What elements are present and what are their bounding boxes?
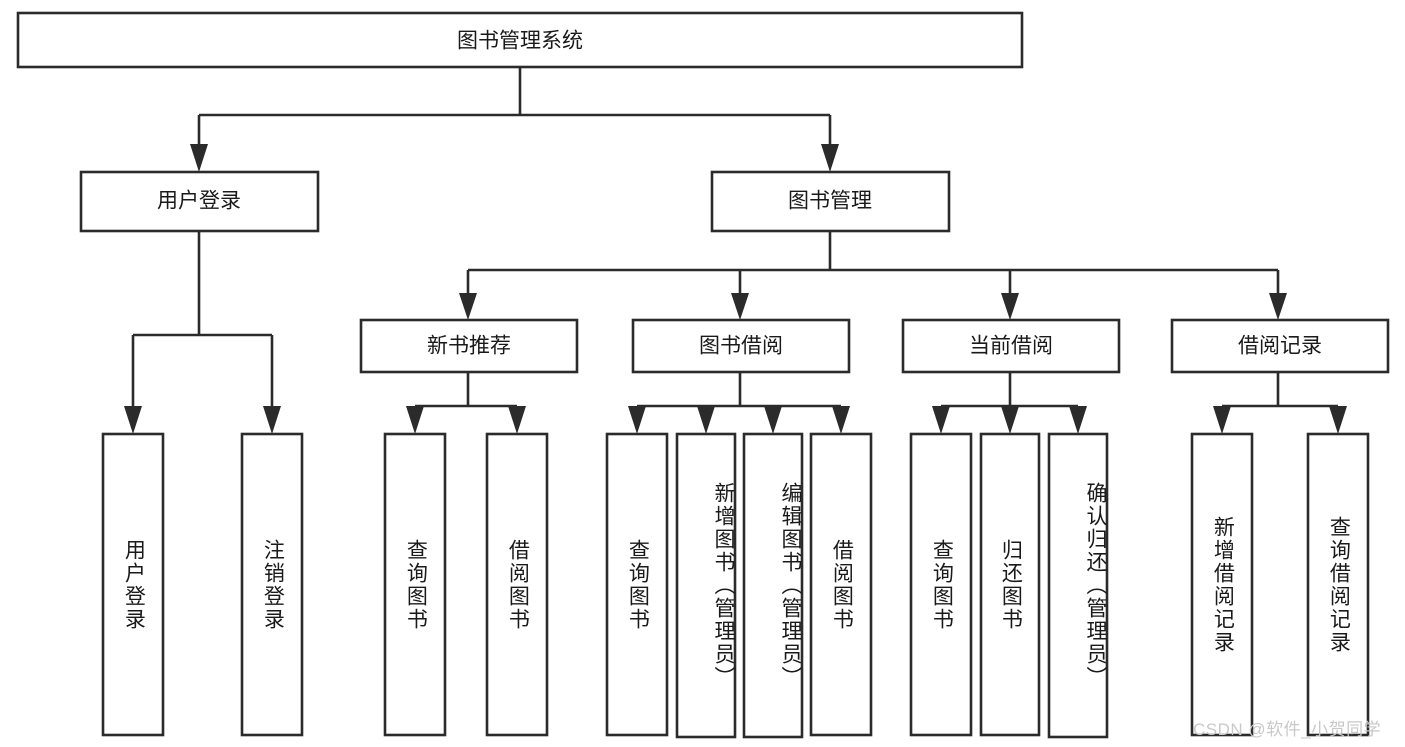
arrow-head-leaf-logout (263, 406, 281, 434)
node-root[interactable] (16, 11, 1024, 69)
arrow-head-user-login (190, 144, 208, 172)
arrow-head-leaf-query-book-1 (406, 406, 424, 434)
node-leaf-query-record[interactable] (1306, 432, 1370, 737)
node-root-label: 图书管理系统 (457, 30, 583, 53)
arrow-head-leaf-query-book-3 (932, 406, 950, 434)
node-leaf-logout[interactable] (240, 432, 304, 737)
node-leaf-query-book-1[interactable] (383, 432, 447, 737)
connector-layer (124, 67, 1347, 434)
node-book-borrow[interactable] (631, 318, 851, 374)
node-layer: 图书管理系统 用户登录 图书管理 新书推荐 图书借阅 当前借阅 借阅记录 (16, 11, 1390, 739)
node-book-management-label: 图书管理 (788, 190, 872, 213)
arrow-head-leaf-query-record (1329, 406, 1347, 434)
node-leaf-add-book[interactable] (675, 432, 737, 739)
node-leaf-borrow-book-1[interactable] (485, 432, 549, 737)
node-leaf-query-book-2[interactable] (605, 432, 669, 737)
arrow-head-borrow-record (1269, 293, 1287, 320)
node-borrow-record[interactable] (1170, 318, 1390, 374)
arrow-head-leaf-user-login (124, 406, 142, 434)
node-user-login[interactable] (79, 170, 320, 233)
node-borrow-record-label: 借阅记录 (1238, 335, 1322, 358)
node-current-borrow[interactable] (901, 318, 1121, 374)
arrow-head-book-borrow (731, 293, 749, 320)
node-new-book-recommend[interactable] (359, 318, 579, 374)
arrow-head-new-book-recommend (459, 293, 477, 320)
node-leaf-query-book-3[interactable] (909, 432, 973, 737)
node-leaf-borrow-book-2[interactable] (809, 432, 873, 737)
node-leaf-add-record[interactable] (1190, 432, 1254, 737)
node-user-login-label: 用户登录 (157, 190, 241, 213)
node-book-borrow-label: 图书借阅 (699, 335, 783, 358)
node-new-book-recommend-label: 新书推荐 (427, 335, 511, 358)
node-book-management[interactable] (710, 170, 951, 233)
arrow-head-leaf-borrow-book-1 (508, 406, 526, 434)
arrow-head-leaf-add-record (1213, 406, 1231, 434)
arrow-head-current-borrow (1001, 293, 1019, 320)
node-leaf-user-login[interactable] (101, 432, 165, 737)
arrow-head-leaf-confirm-return (1069, 406, 1087, 434)
arrow-head-leaf-add-book (697, 406, 715, 434)
arrow-head-book-management (821, 144, 839, 172)
arrow-head-leaf-edit-book (764, 406, 782, 434)
arrow-head-leaf-borrow-book-2 (832, 406, 850, 434)
csdn-watermark: CSDN @软件_小贺同学 (1193, 720, 1382, 739)
node-current-borrow-label: 当前借阅 (969, 335, 1053, 358)
node-leaf-return-book[interactable] (979, 432, 1041, 737)
node-leaf-confirm-return[interactable] (1047, 432, 1109, 739)
node-leaf-edit-book[interactable] (742, 432, 804, 739)
arrow-head-leaf-query-book-2 (628, 406, 646, 434)
arrow-head-leaf-return-book (1001, 406, 1019, 434)
